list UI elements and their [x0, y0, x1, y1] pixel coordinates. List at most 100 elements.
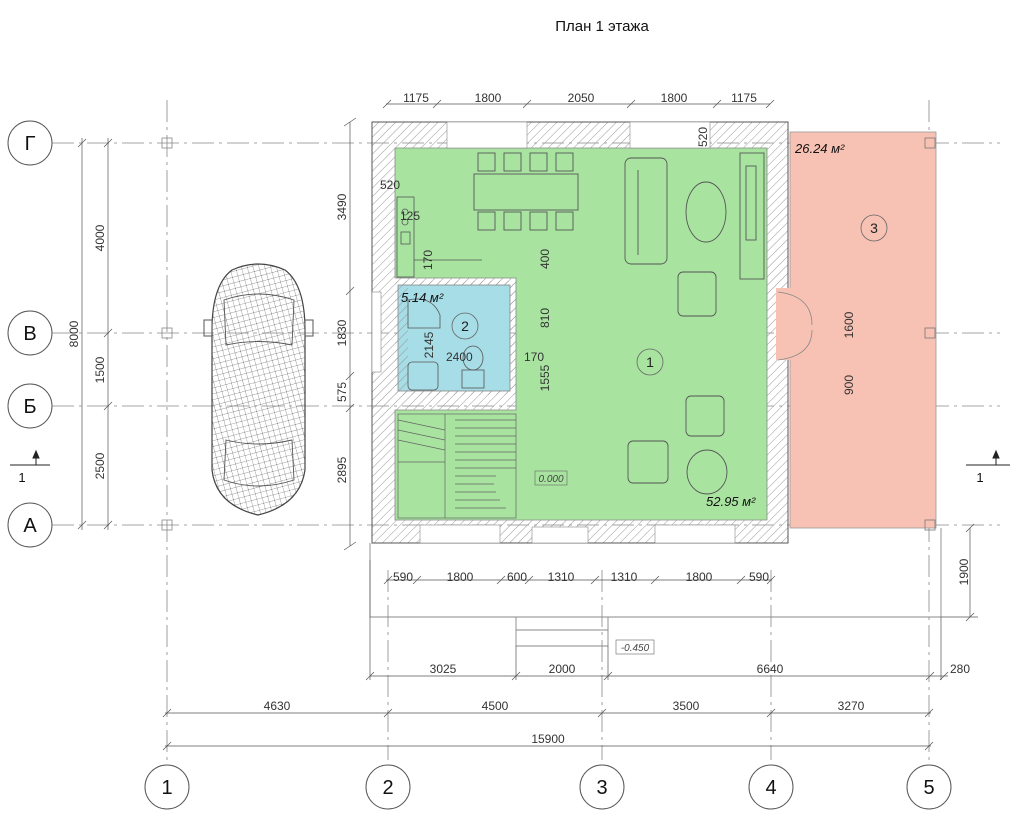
- axis-bubble-row-3: Б: [7, 383, 53, 429]
- staircase: [397, 413, 517, 519]
- axis-bubble-col-5: 5: [906, 764, 952, 810]
- dim-inner-2400: 2400: [446, 350, 473, 364]
- svg-text:А: А: [23, 515, 37, 537]
- dim-left-inner-2: 1830: [335, 319, 349, 346]
- dim-top-1: 1175: [403, 91, 429, 105]
- left-inner-dimension-chain: [343, 117, 357, 551]
- section-label-left: 1: [18, 470, 25, 485]
- room-3: [776, 131, 937, 529]
- dim-right: 1900: [957, 558, 971, 585]
- dim-inner-1555: 1555: [538, 364, 552, 391]
- dim-left-inner-4: 2895: [335, 456, 349, 483]
- level-mark-floor: 0.000: [534, 470, 568, 486]
- room-2-area: 5.14 м²: [401, 290, 444, 305]
- terrace-columns: [924, 137, 936, 531]
- svg-text:3: 3: [870, 220, 878, 236]
- dim-inner-400: 400: [538, 249, 552, 269]
- axis-bubble-col-4: 4: [748, 764, 794, 810]
- dim-mid-3: 6640: [757, 662, 784, 676]
- dim-mid-2: 2000: [549, 662, 576, 676]
- room-1: [394, 147, 768, 521]
- section-mark-right: [966, 449, 1010, 466]
- terrace-door: [777, 291, 813, 361]
- page-title: План 1 этажа: [555, 18, 649, 35]
- svg-text:-0.450: -0.450: [621, 643, 650, 654]
- dim-top-3: 2050: [568, 91, 595, 105]
- column-1-markers: [161, 137, 173, 531]
- level-mark-ground: -0.450: [615, 639, 655, 655]
- porch-outline: [369, 528, 942, 647]
- dim-left-2: 1500: [93, 356, 107, 383]
- dim-inner-125: 125: [400, 209, 420, 223]
- svg-text:Б: Б: [23, 396, 36, 418]
- dim-bottom-2: 1800: [447, 570, 474, 584]
- sofa-set: [624, 152, 765, 280]
- bottom-mid-dimension-chain: [365, 560, 949, 681]
- svg-text:2: 2: [461, 318, 469, 334]
- dim-inner-520b: 520: [696, 127, 710, 147]
- dim-inner-2145: 2145: [422, 331, 436, 358]
- axis-bubble-row-1: Г: [7, 120, 53, 166]
- dim-axes-2: 4500: [482, 699, 509, 713]
- dim-inner-1600: 1600: [842, 311, 856, 338]
- svg-text:4: 4: [765, 777, 776, 799]
- dim-bottom-3: 600: [507, 570, 527, 584]
- right-dimension: [941, 523, 978, 622]
- room-1-label: 1: [636, 348, 664, 376]
- svg-text:В: В: [23, 323, 36, 345]
- dim-left-3: 2500: [93, 452, 107, 479]
- bottom-opening-dimension-chain: [383, 575, 776, 585]
- svg-text:1: 1: [646, 354, 654, 370]
- dim-left-inner-3: 575: [335, 382, 349, 402]
- dim-inner-810: 810: [538, 308, 552, 328]
- bottom-axes-dimension-chain: [162, 708, 934, 751]
- top-dimension-chain: [382, 99, 775, 109]
- axis-bubble-col-2: 2: [365, 764, 411, 810]
- car-icon: [203, 263, 314, 516]
- svg-text:1: 1: [161, 777, 172, 799]
- dim-inner-170b: 170: [524, 350, 544, 364]
- dim-top-2: 1800: [475, 91, 502, 105]
- dining-set: [473, 152, 579, 231]
- axis-bubble-col-1: 1: [144, 764, 190, 810]
- svg-text:0.000: 0.000: [538, 474, 563, 485]
- svg-text:Г: Г: [25, 133, 36, 155]
- room-3-label: 3: [860, 214, 888, 242]
- dim-total: 15900: [531, 732, 565, 746]
- dim-left-inner-1: 3490: [335, 193, 349, 220]
- dim-inner-520a: 520: [380, 178, 400, 192]
- left-dimension-chains: [77, 138, 113, 530]
- svg-text:5: 5: [923, 777, 934, 799]
- dim-top-4: 1800: [661, 91, 688, 105]
- dim-inner-900: 900: [842, 375, 856, 395]
- section-label-right: 1: [976, 470, 983, 485]
- dim-axes-1: 4630: [264, 699, 291, 713]
- axis-bubble-row-4: А: [7, 502, 53, 548]
- bathroom-fixtures: [407, 298, 485, 391]
- dim-bottom-5: 1310: [611, 570, 638, 584]
- dim-bottom-7: 590: [749, 570, 769, 584]
- section-mark-left: [10, 449, 50, 466]
- room-1-fill: [394, 147, 768, 521]
- room-1-area: 52.95 м²: [706, 494, 756, 509]
- svg-text:3: 3: [596, 777, 607, 799]
- dim-axes-3: 3500: [673, 699, 700, 713]
- dim-left-1: 4000: [93, 224, 107, 251]
- dim-bottom-4: 1310: [548, 570, 575, 584]
- dim-bottom-6: 1800: [686, 570, 713, 584]
- room-3-area: 26.24 м²: [794, 141, 845, 156]
- dim-left-total: 8000: [67, 320, 81, 347]
- kitchen-counter: [396, 196, 482, 278]
- axis-bubble-col-3: 3: [579, 764, 625, 810]
- windows: [371, 121, 736, 544]
- axis-bubble-row-2: В: [7, 310, 53, 356]
- room-2: [395, 281, 516, 395]
- armchairs: [627, 271, 728, 495]
- dim-axes-4: 3270: [838, 699, 865, 713]
- dim-mid-4: 280: [950, 662, 970, 676]
- dim-bottom-1: 590: [393, 570, 413, 584]
- svg-text:2: 2: [382, 777, 393, 799]
- dim-mid-1: 3025: [430, 662, 457, 676]
- dim-inner-170a: 170: [421, 250, 435, 270]
